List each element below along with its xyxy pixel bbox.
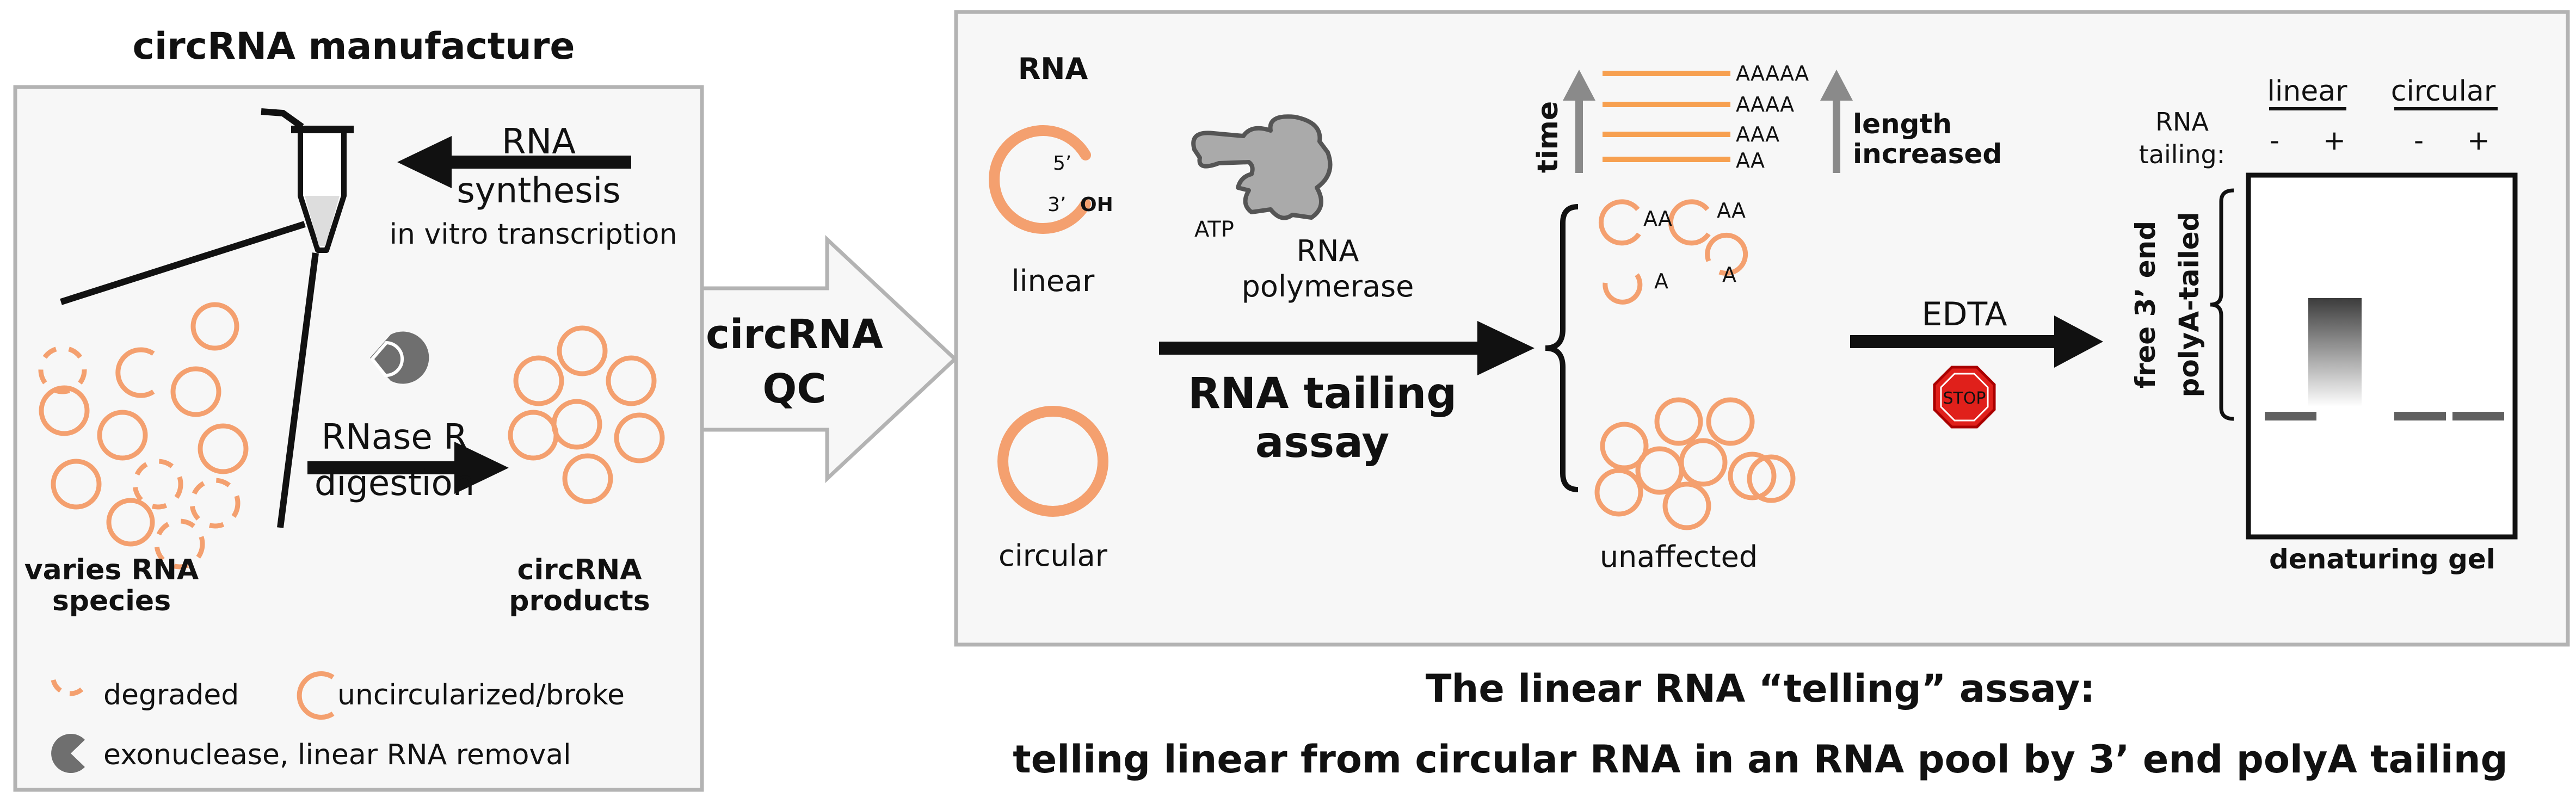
rnase-arrow [307, 442, 509, 494]
assay-line2: assay [1255, 418, 1390, 467]
caption-line1: The linear RNA “telling” assay: [1426, 666, 2095, 711]
length-line2: increased [1853, 138, 2002, 170]
three-prime-label: 3’ [1047, 194, 1066, 216]
stop-sign-icon [1933, 366, 1996, 429]
lane-sign-1: - [2270, 125, 2279, 156]
rna-tailing-line2: tailing: [2139, 140, 2225, 169]
legend-uncirc-icon [297, 671, 335, 720]
edta-label: EDTA [1921, 295, 2007, 333]
tailed-a-2: A [1722, 263, 1736, 287]
rna-polymerase-icon [1191, 114, 1333, 220]
gel-band-linear-minus [2265, 412, 2316, 420]
edta-arrow [1850, 316, 2103, 368]
manufacture-panel [13, 85, 704, 792]
products-line1: circRNA [517, 554, 642, 586]
varies-rna-species [38, 302, 249, 570]
tail-lines [1603, 71, 1730, 162]
legend-exonuclease-icon [51, 734, 85, 773]
varies-line1: varies RNA [24, 554, 199, 586]
circrna-products [508, 325, 665, 504]
circular-rna-icon [997, 406, 1108, 517]
linear-rna-icon [989, 125, 1091, 234]
unaffected-rna [1594, 397, 1796, 530]
legend-uncirc: uncircularized/broke [337, 679, 625, 712]
ivt-label: in vitro transcription [390, 218, 677, 251]
tail-aaaaa: AAAAA [1736, 61, 1809, 85]
funnel-line-left [60, 221, 306, 305]
gel-header-circular: circular [2391, 75, 2496, 108]
time-label: time [1532, 101, 1564, 173]
stop-label: STOP [1943, 389, 1986, 408]
gel-band-circular-minus [2394, 412, 2446, 420]
linear-label: linear [1012, 264, 1095, 298]
tailing-assay-arrow [1159, 321, 1534, 375]
polymerase-line1: RNA [1297, 234, 1359, 268]
tail-aaa: AAA [1736, 122, 1779, 146]
result-brace [1545, 204, 1579, 492]
legend-exonuclease: exonuclease, linear RNA removal [103, 739, 571, 771]
gel-header-linear: linear [2267, 75, 2347, 108]
digestion-label: digestion [315, 463, 474, 504]
rna-label: RNA [502, 122, 576, 162]
free-end-label: free 3’ end [2130, 221, 2161, 388]
products-line2: products [509, 585, 650, 617]
synthesis-label: synthesis [457, 171, 620, 211]
exonuclease-icon [370, 331, 429, 384]
gel-smear-linear-plus [2308, 298, 2362, 407]
funnel-line-right [277, 252, 319, 528]
synthesis-arrow [397, 136, 631, 188]
left-title: circRNA manufacture [133, 25, 575, 68]
time-arrow [1563, 70, 1595, 173]
five-prime-label: 5’ [1053, 152, 1071, 175]
tailed-rna [1598, 199, 1748, 305]
varies-line2: species [52, 585, 171, 617]
gel [2246, 172, 2518, 540]
oh-label: OH [1080, 194, 1113, 216]
circular-label: circular [999, 539, 1108, 573]
unaffected-label: unaffected [1600, 540, 1758, 574]
tailed-a-1: A [1654, 269, 1668, 293]
gel-band-circular-plus [2452, 412, 2504, 420]
length-line1: length [1853, 108, 1952, 140]
rnase-label: RNase R [321, 417, 467, 457]
qc-arrow [700, 234, 958, 484]
qc-line1: circRNA [706, 311, 883, 358]
polymerase-line2: polymerase [1242, 269, 1414, 304]
atp-label: ATP [1194, 217, 1234, 242]
rna-tailing-line1: RNA [2155, 107, 2209, 137]
tailed-aa-2: AA [1717, 199, 1746, 222]
caption-line2: telling linear from circular RNA in an R… [1013, 737, 2507, 782]
polya-label: polyA-tailed [2173, 212, 2205, 398]
tailed-aa-1: AA [1643, 207, 1672, 231]
tail-aa: AA [1736, 149, 1765, 172]
assay-line1: RNA tailing [1188, 369, 1457, 418]
rna-heading: RNA [1018, 52, 1088, 86]
lane-sign-2: + [2323, 125, 2346, 156]
qc-line2: QC [762, 366, 826, 412]
gel-caption: denaturing gel [2269, 543, 2495, 575]
test-tube-icon [261, 108, 354, 253]
legend-degraded-icon [51, 679, 87, 696]
length-arrow [1820, 70, 1853, 173]
gel-brace [2210, 188, 2234, 421]
lane-sign-3: - [2414, 125, 2424, 156]
legend-degraded: degraded [103, 679, 239, 712]
tail-aaaa: AAAA [1736, 92, 1794, 116]
lane-sign-4: + [2467, 125, 2490, 156]
